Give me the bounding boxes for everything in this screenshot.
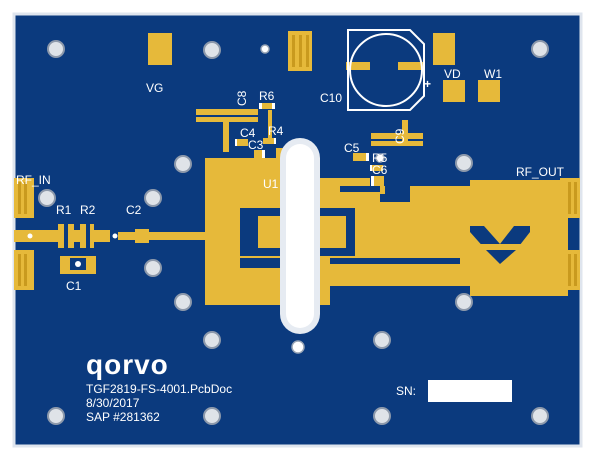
- label-c6: C6: [372, 163, 388, 177]
- rf-in-hatch: [18, 182, 21, 214]
- label-sn: SN:: [396, 384, 416, 398]
- mounting-hole: [531, 40, 549, 58]
- pad-hatch: [292, 35, 309, 67]
- r2-dark: [86, 224, 90, 248]
- center-slot: [280, 138, 320, 334]
- mounting-hole: [174, 155, 192, 173]
- mounting-hole: [203, 41, 221, 59]
- label-r4: R4: [268, 124, 284, 138]
- c3-pad: [262, 150, 265, 160]
- drain-tab: [380, 194, 410, 202]
- c4-body: [236, 139, 248, 146]
- mounting-hole: [373, 407, 391, 425]
- mounting-hole: [203, 331, 221, 349]
- label-rf-in: RF_IN: [16, 173, 51, 187]
- label-c10: C10: [320, 91, 342, 105]
- r4-pad: [274, 138, 276, 144]
- mounting-hole: [38, 189, 56, 207]
- vg-pad: [148, 33, 172, 65]
- c8-pad-2: [196, 117, 258, 122]
- mounting-hole: [373, 331, 391, 349]
- info-date: 8/30/2017: [86, 396, 140, 410]
- label-r6: R6: [259, 89, 275, 103]
- r1-dark: [64, 224, 68, 248]
- r6-pad-left: [259, 103, 262, 109]
- trace-c8: [223, 120, 229, 152]
- label-r5: R5: [372, 151, 388, 165]
- c10-pad-right: [398, 62, 424, 70]
- label-w1: W1: [484, 67, 502, 81]
- label-c3: C3: [248, 138, 264, 152]
- label-r1: R1: [56, 203, 72, 217]
- rf-in-components: [18, 182, 118, 286]
- via: [260, 44, 270, 54]
- u1-source: [240, 258, 300, 268]
- r6-pad-right: [272, 103, 275, 109]
- trace-r6: [268, 110, 272, 140]
- mounting-hole: [144, 189, 162, 207]
- label-r2: R2: [80, 203, 96, 217]
- mounting-hole: [203, 407, 221, 425]
- vd-pad: [443, 80, 465, 102]
- label-c2: C2: [126, 203, 142, 217]
- c5-body: [353, 153, 367, 161]
- vd-pad-top: [433, 33, 455, 65]
- w1-pad: [478, 80, 500, 102]
- label-u1: U1: [263, 177, 279, 191]
- mounting-hole: [144, 259, 162, 277]
- mounting-hole: [174, 293, 192, 311]
- via: [375, 153, 385, 163]
- serial-number-box: [428, 380, 512, 402]
- via: [291, 340, 305, 354]
- c9-pad-2: [371, 141, 423, 146]
- label-plus: +: [424, 77, 431, 91]
- c2-body: [135, 229, 149, 243]
- r5-body: [371, 165, 383, 171]
- c2-trace: [118, 232, 208, 240]
- label-rf-out: RF_OUT: [516, 165, 565, 179]
- silk-labels: VG VD W1 + C10 C8 R6 C4 R4 C3 U1 C9 C5 R…: [16, 67, 565, 398]
- mounting-holes: [38, 40, 560, 425]
- c10-pad-left: [346, 62, 370, 70]
- u1-source-right: [330, 258, 460, 264]
- label-vg: VG: [146, 81, 163, 95]
- c6-link: [340, 186, 380, 192]
- label-vd: VD: [444, 67, 461, 81]
- qorvo-logo: qorvo: [86, 349, 169, 380]
- c5-pad: [366, 153, 369, 161]
- output-matching-copper: [310, 178, 568, 305]
- r6-body: [260, 103, 274, 109]
- rf-output-network: [470, 178, 580, 290]
- drain-bias-components: [353, 120, 423, 186]
- mounting-hole: [47, 40, 65, 58]
- label-c8: C8: [235, 90, 249, 106]
- mounting-hole: [455, 154, 473, 172]
- output-bg-cut: [470, 244, 530, 250]
- slot-cut: [286, 144, 314, 328]
- r5-pad: [370, 165, 372, 171]
- c9-pad: [371, 133, 423, 139]
- output-line: [530, 232, 568, 244]
- label-c5: C5: [344, 141, 360, 155]
- c3-body: [254, 150, 264, 160]
- label-c9: C9: [393, 128, 407, 144]
- info-sap: SAP #281362: [86, 410, 160, 424]
- c8-pad: [196, 109, 258, 115]
- c4-pad: [235, 139, 237, 146]
- mounting-hole: [455, 293, 473, 311]
- drain-trace: [402, 120, 408, 142]
- info-filename: TGF2819-FS-4001.PcbDoc: [86, 382, 232, 396]
- label-c1: C1: [66, 279, 82, 293]
- board-info: TGF2819-FS-4001.PcbDoc 8/30/2017 SAP #28…: [86, 382, 232, 424]
- c10-outline: [347, 29, 425, 111]
- c6-pad: [371, 176, 374, 186]
- c6-body: [372, 176, 384, 186]
- r4-body: [263, 138, 275, 144]
- gate-bias-components: [196, 103, 276, 160]
- mounting-hole: [47, 407, 65, 425]
- label-c4: C4: [240, 126, 256, 140]
- mounting-hole: [531, 407, 549, 425]
